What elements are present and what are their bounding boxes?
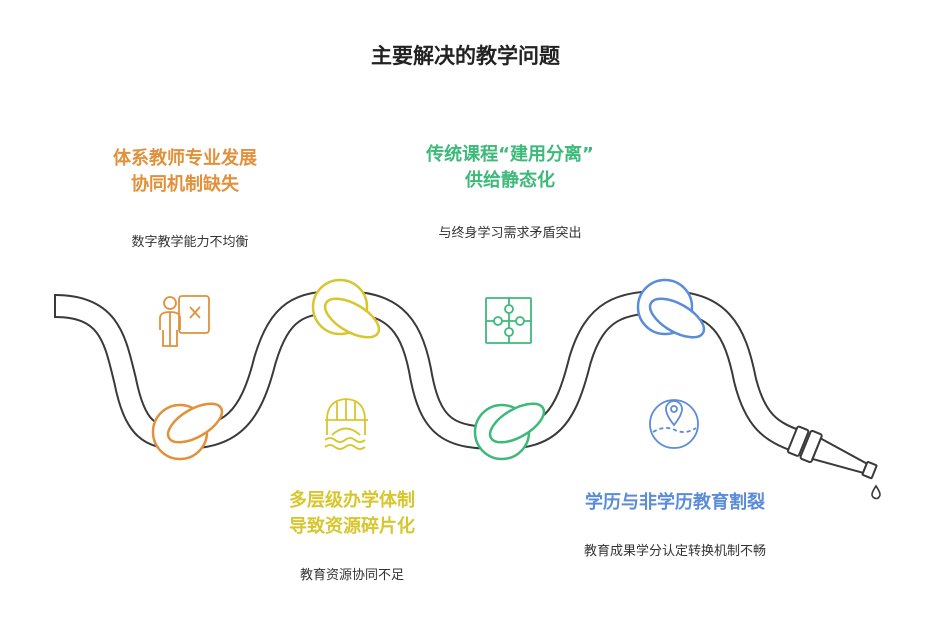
heading-line: 体系教师专业发展 <box>113 148 257 169</box>
map-pin-globe-icon <box>649 399 699 449</box>
heading-line: 协同机制缺失 <box>131 174 239 195</box>
item-2-description: 教育资源协同不足 <box>299 568 404 583</box>
item-1-description: 数字教学能力不均衡 <box>131 235 249 250</box>
heading-line: 传统课程“建用分离” <box>426 144 594 165</box>
heading-line: 多层级办学体制 <box>289 490 415 511</box>
item-4-heading: 学历与非学历教育割裂 <box>525 490 825 516</box>
dam-water-icon <box>324 398 368 450</box>
knot-orange <box>151 402 224 461</box>
item-3-heading: 传统课程“建用分离” 供给静态化 <box>380 142 640 194</box>
heading-line: 供给静态化 <box>465 170 555 191</box>
water-drop-icon <box>871 484 881 500</box>
page-title: 主要解决的教学问题 <box>371 44 560 68</box>
puzzle-icon <box>485 297 532 344</box>
knot-blue <box>636 278 706 339</box>
item-4-description: 教育成果学分认定转换机制不畅 <box>583 544 766 559</box>
heading-line: 学历与非学历教育割裂 <box>585 492 765 513</box>
item-2-heading: 多层级办学体制 导致资源碎片化 <box>222 488 482 540</box>
item-1-heading: 体系教师专业发展 协同机制缺失 <box>60 146 310 198</box>
knot-yellow <box>311 278 381 339</box>
heading-line: 导致资源碎片化 <box>289 516 415 537</box>
nozzle <box>786 425 878 480</box>
item-3-description: 与终身学习需求矛盾突出 <box>438 226 582 241</box>
teacher-board-icon <box>159 295 210 347</box>
knot-green <box>473 402 546 461</box>
